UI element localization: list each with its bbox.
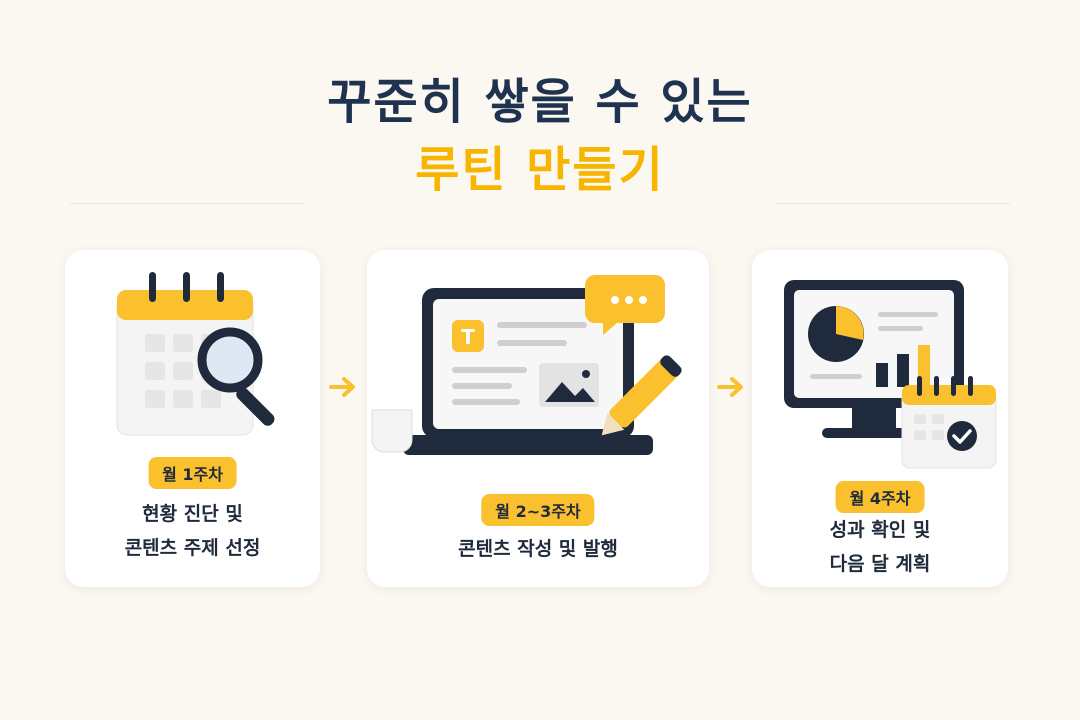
step-badge: 월 4주차 — [835, 481, 925, 513]
title-line-1: 꾸준히 쌓을 수 있는 — [327, 74, 753, 130]
step-description: 현황 진단 및 콘텐츠 주제 선정 — [65, 497, 320, 565]
step-description-line: 현황 진단 및 — [142, 503, 243, 525]
arrow-right-icon — [717, 377, 743, 397]
step-card-2: T 월 2~3주차 콘텐츠 작성 및 발행 — [367, 250, 709, 587]
document-t-glyph: T — [461, 325, 475, 349]
step-description: 성과 확인 및 다음 달 계획 — [752, 513, 1008, 581]
step-badge: 월 1주차 — [148, 457, 237, 489]
step-description: 콘텐츠 작성 및 발행 — [367, 532, 709, 566]
step-description-line: 콘텐츠 주제 선정 — [124, 537, 261, 559]
monitor-chart-calendar-icon — [784, 280, 997, 469]
laptop-document-icon: T — [371, 275, 682, 455]
divider-right — [775, 203, 1010, 204]
calendar-magnifier-icon — [116, 272, 275, 436]
step-description-line: 콘텐츠 작성 및 발행 — [458, 538, 618, 560]
step-card-1: 월 1주차 현황 진단 및 콘텐츠 주제 선정 — [65, 250, 320, 587]
step-description-line: 성과 확인 및 — [829, 519, 931, 541]
step-card-3: 월 4주차 성과 확인 및 다음 달 계획 — [752, 250, 1008, 587]
divider-left — [70, 203, 305, 204]
arrow-right-icon — [329, 377, 355, 397]
step-description-line: 다음 달 계획 — [829, 553, 931, 575]
step-badge: 월 2~3주차 — [481, 494, 595, 526]
title-line-2: 루틴 만들기 — [415, 142, 665, 198]
